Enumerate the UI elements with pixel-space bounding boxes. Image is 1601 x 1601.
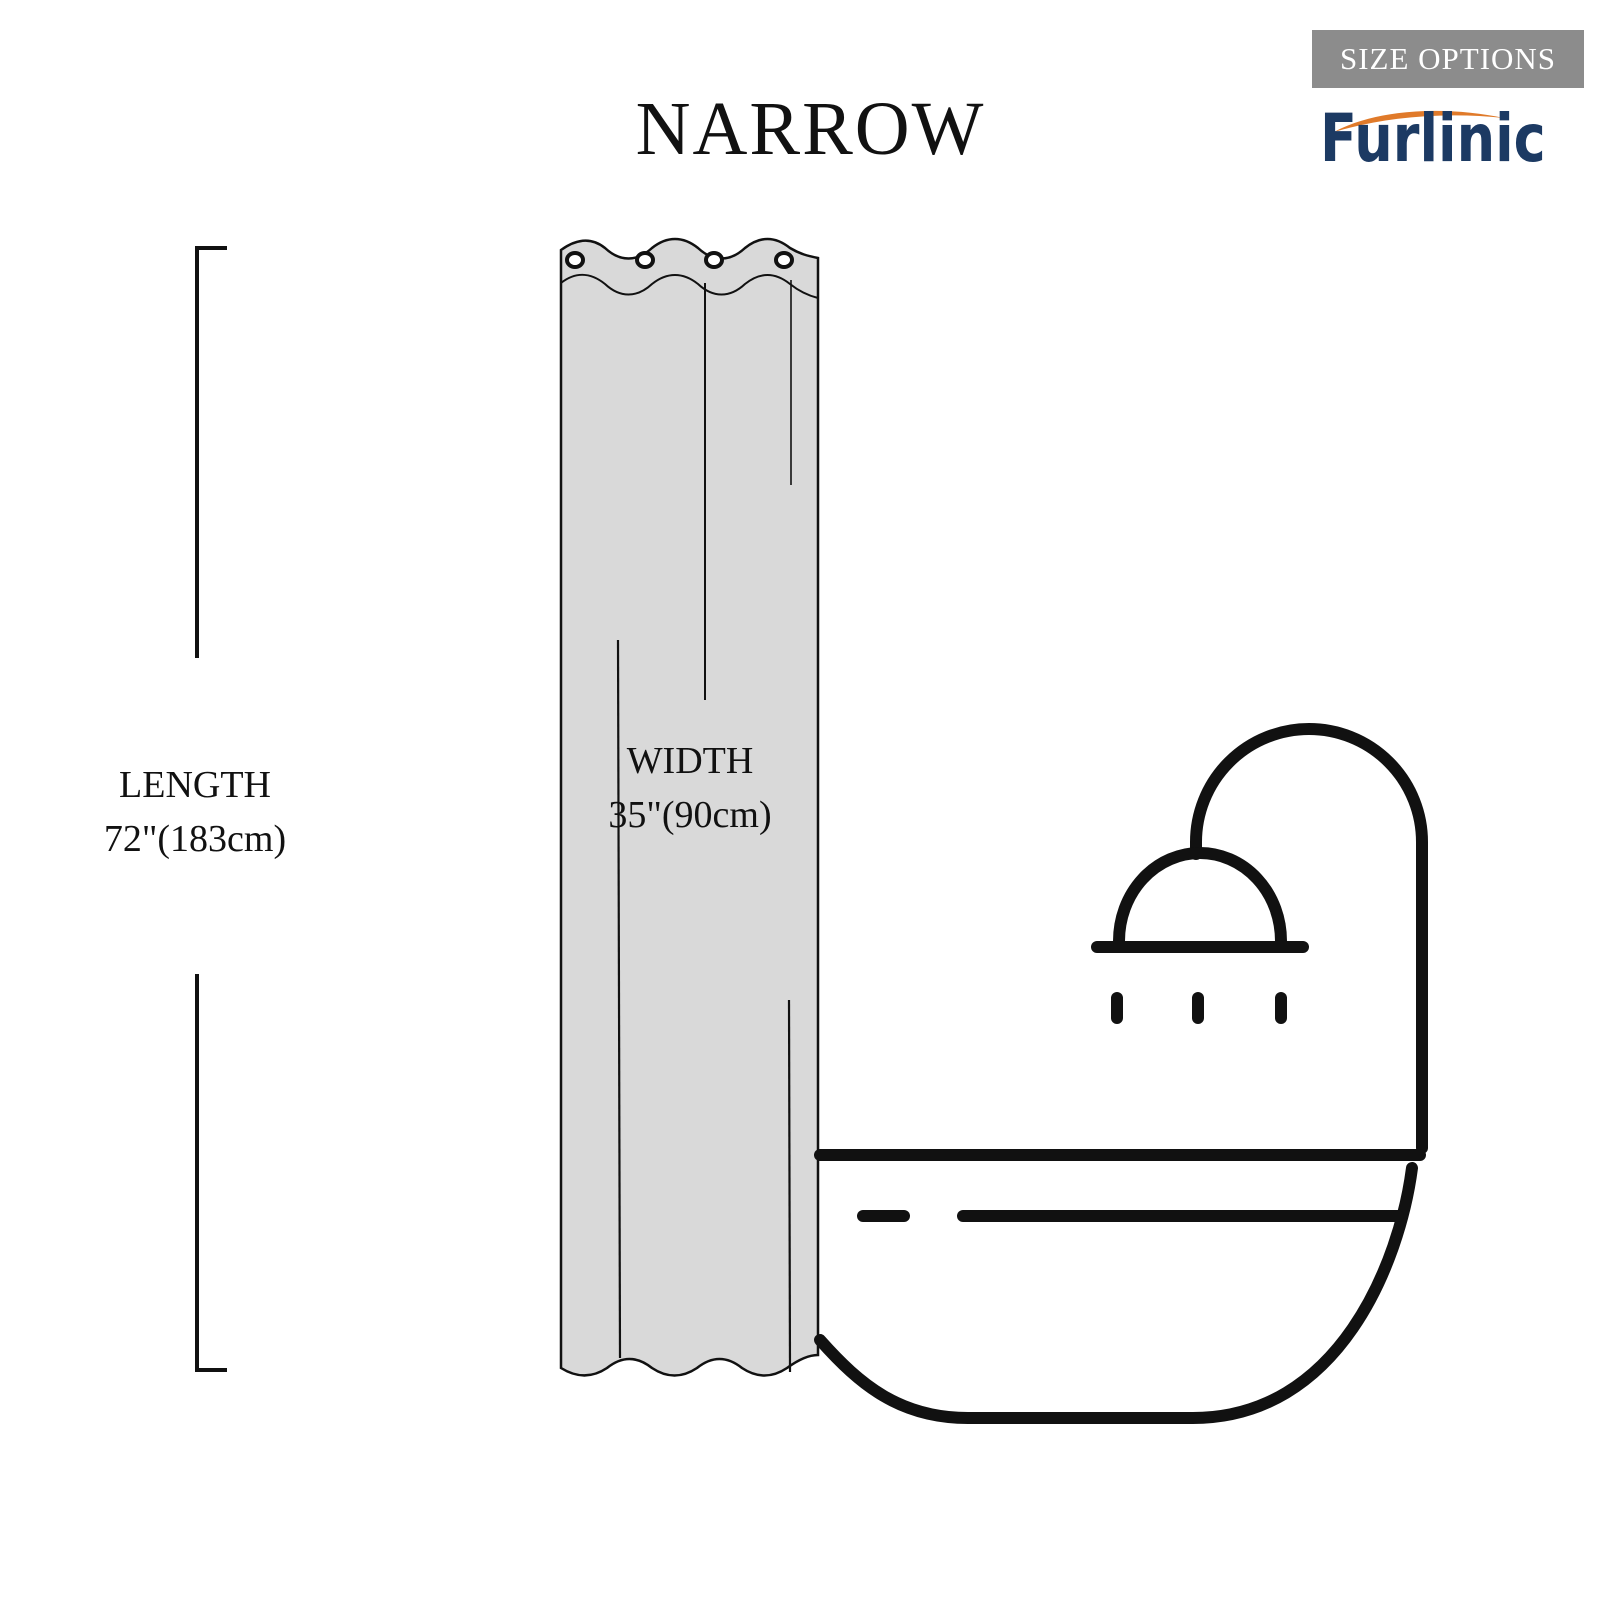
size-options-label: SIZE OPTIONS bbox=[1339, 41, 1557, 76]
brand-name: Furlinic bbox=[1320, 100, 1546, 177]
grommet-icons bbox=[565, 251, 794, 269]
length-title: LENGTH bbox=[119, 764, 271, 806]
size-options-badge: SIZE OPTIONS bbox=[1312, 30, 1584, 88]
bathtub-icon bbox=[814, 1149, 1426, 1425]
length-label: LENGTH 72"(183cm) bbox=[60, 758, 330, 866]
width-title: WIDTH bbox=[626, 740, 754, 782]
brand-swoosh-icon bbox=[1334, 110, 1504, 132]
shower-curtain-icon bbox=[559, 237, 820, 1377]
page-title: NARROW bbox=[635, 87, 986, 171]
shower-head-icon bbox=[1091, 723, 1428, 1154]
width-label: WIDTH 35"(90cm) bbox=[560, 734, 820, 842]
brand-logo: Furlinic bbox=[1320, 98, 1590, 178]
width-value: 35"(90cm) bbox=[608, 794, 772, 836]
length-value: 72"(183cm) bbox=[103, 818, 287, 860]
length-bracket bbox=[195, 246, 227, 1372]
